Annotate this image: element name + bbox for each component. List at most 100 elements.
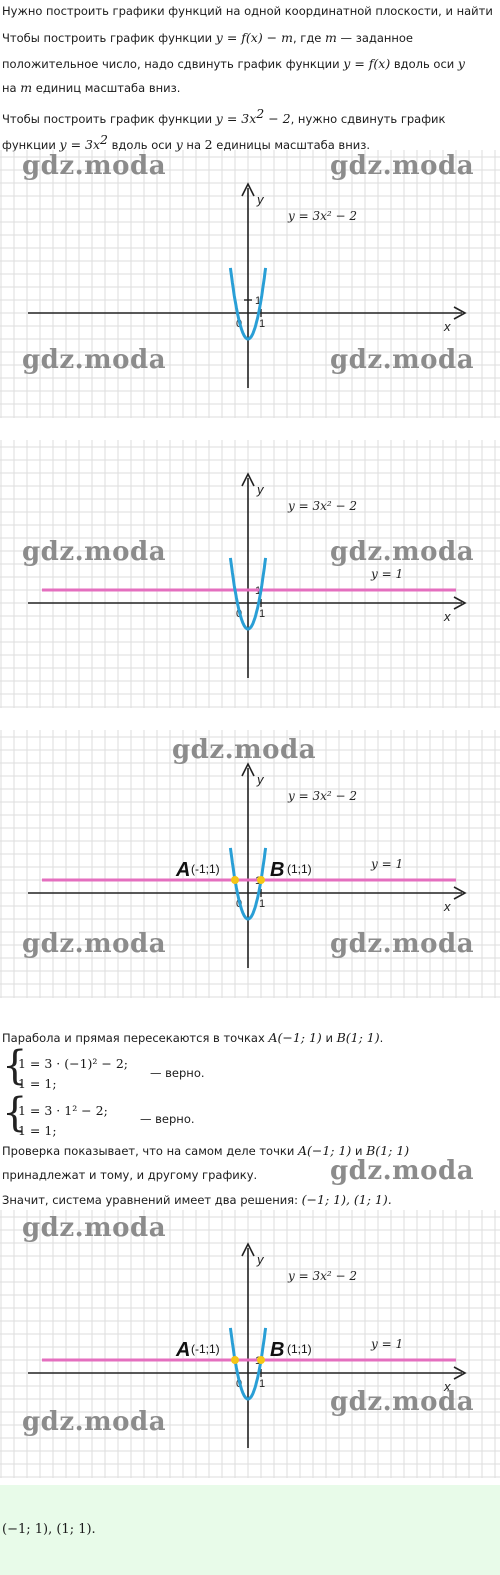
math-expression: y = f(x) − m [215, 30, 293, 45]
parabola-curve [228, 1327, 268, 1401]
point-a-coords: (-1;1) [191, 1342, 220, 1356]
watermark: gdz.moda [22, 537, 166, 567]
grid [0, 730, 500, 998]
x-unit-label: 1 [259, 1378, 265, 1390]
brace-icon: { [2, 1090, 28, 1136]
intersection-text: Парабола и прямая пересекаются в точках … [2, 1030, 383, 1045]
intro-text: , где [292, 31, 326, 45]
solution-text: . [379, 1031, 384, 1045]
x-unit-label: 1 [259, 608, 265, 620]
watermark: gdz.moda [330, 1156, 475, 1186]
intro-line-1: Нужно построить графики функций на одной… [2, 4, 493, 18]
intro-text: , нужно сдвинуть график [290, 111, 446, 126]
parabola-curve [228, 557, 268, 631]
parabola-label: y = 3x² − 2 [287, 789, 357, 803]
x-axis-arrow-icon [453, 886, 467, 900]
y-axis-arrow-icon [241, 182, 255, 197]
math-expression: y = 3x [215, 110, 257, 126]
intro-text: на [182, 137, 205, 152]
y-axis-arrow-icon [241, 1242, 255, 1257]
intro-text: единицы масштаба вниз. [212, 137, 370, 152]
y-axis-label: y [256, 192, 265, 207]
x-axis-arrow-icon [453, 596, 467, 610]
intro-text: функции [2, 137, 60, 152]
x-axis-label: x [443, 609, 451, 624]
watermark: gdz.moda [22, 1407, 166, 1437]
y-axis-arrow-icon [241, 472, 255, 487]
x-axis-arrow-icon [453, 306, 467, 320]
math-expression: (−1; 1), (1; 1). [301, 1192, 392, 1207]
solution-text: Проверка показывает, что на самом деле т… [2, 1144, 298, 1158]
intro-text: положительное число, надо сдвинуть графи… [2, 57, 344, 71]
conclusion-line: Значит, система уравнений имеет два реше… [2, 1192, 392, 1207]
watermark: gdz.moda [22, 929, 166, 959]
intro-text: на [2, 81, 21, 95]
math-expression: B(1; 1) [366, 1143, 410, 1158]
watermark: gdz.moda [330, 1387, 474, 1417]
math-expression: B(1; 1) [336, 1030, 380, 1045]
y-axis-label: y [256, 482, 265, 497]
intro-line-5: Чтобы построить график функции y = 3x2 −… [2, 106, 445, 126]
math-expression: m [20, 80, 33, 95]
x-axis-label: x [443, 899, 451, 914]
parabola-curve [228, 267, 268, 341]
brace-icon: { [2, 1043, 28, 1089]
math-expression: 2 [204, 136, 213, 152]
point-a-letter: A [175, 1339, 190, 1361]
point-b-coords: (1;1) [287, 862, 312, 876]
answer-box: (−1; 1), (1; 1). [0, 1485, 500, 1575]
curves: y = 3x² − 2 [228, 209, 357, 341]
y-axis-label: y [256, 772, 265, 787]
line-label: y = 1 [370, 567, 403, 581]
watermark: gdz.moda [172, 735, 316, 765]
point-a-coords: (-1;1) [191, 862, 220, 876]
point-b [257, 876, 265, 884]
parabola-curve [228, 847, 268, 921]
solution-text: принадлежат и тому, и другому графику. [2, 1168, 258, 1182]
x-unit-label: 1 [259, 318, 265, 330]
solution-text: и [351, 1144, 367, 1158]
intro-line-3: положительное число, надо сдвинуть графи… [2, 56, 465, 71]
line-label: y = 1 [370, 857, 403, 871]
math-expression: y = 3x [59, 136, 101, 152]
intro-text: Чтобы построить график функции [2, 111, 216, 126]
point-b-letter: B [270, 1339, 284, 1361]
math-expression: y = f(x) [343, 56, 391, 71]
solution-text: Парабола и прямая пересекаются в точках [2, 1031, 269, 1045]
curves: y = 1y = 3x² − 2 [42, 499, 456, 631]
grid [0, 440, 500, 708]
check-note: — верно. [140, 1112, 195, 1126]
solution-text: Значит, система уравнений имеет два реше… [2, 1193, 302, 1207]
math-expression: y [175, 136, 183, 152]
parabola-label: y = 3x² − 2 [287, 1269, 357, 1283]
point-b-coords: (1;1) [287, 1342, 312, 1356]
curves: y = 1 y = 3x² − 2 A(-1;1) B(1;1) [42, 1269, 456, 1401]
math-expression: − 2 [264, 110, 291, 126]
intro-text: Чтобы построить график функции [2, 31, 216, 45]
intro-line-2: Чтобы построить график функции y = f(x) … [2, 30, 413, 45]
intro-text: единиц масштаба вниз. [32, 81, 181, 95]
watermark: gdz.moda [22, 345, 166, 375]
curves: y = 1y = 3x² − 2A(-1;1)B(1;1) [42, 789, 456, 921]
system-equation: 1 = 3 · 1² − 2; [18, 1103, 108, 1118]
math-expression: y [457, 56, 465, 71]
x-unit-label: 1 [259, 898, 265, 910]
watermark: gdz.moda [330, 537, 474, 567]
line-label: y = 1 [370, 1337, 403, 1351]
math-expression: m [325, 30, 337, 45]
grid [0, 150, 500, 418]
intro-line-4: на m единиц масштаба вниз. [2, 80, 180, 95]
intro-line-6: функции y = 3x2 вдоль оси y на 2 единицы… [2, 132, 370, 152]
watermark: gdz.moda [330, 151, 474, 181]
y-axis-arrow-icon [241, 762, 255, 777]
point-a-letter: A [175, 859, 190, 881]
math-exponent: 2 [100, 132, 108, 147]
system-equation: 1 = 1; [18, 1076, 57, 1091]
